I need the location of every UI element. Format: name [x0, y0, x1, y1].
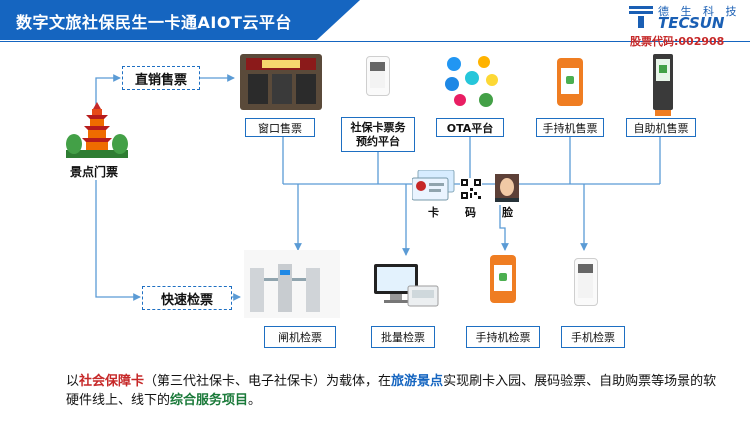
top-node-ota[interactable]: OTA平台	[436, 118, 504, 137]
header-bar	[0, 0, 360, 40]
caption-highlight-service: 综合服务项目	[170, 393, 249, 408]
logo-english-name: TECSUN	[658, 14, 725, 32]
caption-highlight-scenic: 旅游景点	[391, 374, 444, 389]
media-code-label: 码	[465, 206, 476, 219]
handheld-pos-icon	[557, 58, 583, 106]
top-node-window-sales[interactable]: 窗口售票	[245, 118, 315, 137]
bottom-node-mobile-check[interactable]: 手机检票	[561, 326, 625, 348]
caption-highlight-social-card: 社会保障卡	[79, 374, 145, 389]
face-recognition-icon	[495, 174, 519, 202]
social-security-card-icon	[412, 170, 455, 201]
logo-chinese-name: 德 生 科 技	[658, 5, 741, 18]
mobile-check-icon	[574, 258, 598, 306]
ota-platforms-icon	[445, 56, 498, 107]
page-title: 数字文旅社保民生一卡通AIOT云平台	[16, 13, 292, 32]
stock-code: 股票代码:002908	[630, 35, 725, 48]
direct-sales-channel[interactable]: 直销售票	[122, 66, 200, 90]
caption-text-2: （第三代社保卡、电子社保卡）为载体，在	[144, 374, 392, 389]
media-face-label: 脸	[502, 206, 513, 219]
bottom-node-handheld-check[interactable]: 手持机检票	[466, 326, 540, 348]
ticket-window-photo-icon	[240, 54, 322, 110]
pagoda-icon	[66, 102, 128, 158]
fast-check-channel[interactable]: 快速检票	[142, 286, 232, 310]
turnstile-gate-icon	[244, 250, 340, 318]
qr-code-icon	[460, 178, 482, 200]
company-logo: 德 生 科 技 TECSUN 股票代码:002908	[628, 3, 746, 49]
handheld-checker-icon	[490, 255, 516, 303]
phone-app-icon	[366, 56, 390, 96]
scenic-ticket-label: 景点门票	[70, 165, 119, 179]
tecsun-logo-icon	[629, 6, 653, 28]
caption-text-3: 实现刷卡入园、展码验票、自助购票等场景的软硬件线上、线下的	[66, 374, 717, 408]
batch-check-monitor-icon	[374, 264, 439, 307]
top-node-booking-platform[interactable]: 社保卡票务 预约平台	[341, 117, 415, 152]
bottom-node-batch-check[interactable]: 批量检票	[371, 326, 435, 348]
media-card-label: 卡	[428, 206, 439, 219]
top-node-kiosk-sales[interactable]: 自助机售票	[626, 118, 696, 137]
description-caption: 以社会保障卡（第三代社保卡、电子社保卡）为载体，在旅游景点实现刷卡入园、展码验票…	[66, 372, 726, 410]
top-node-handheld-sales[interactable]: 手持机售票	[536, 118, 604, 137]
kiosk-icon	[653, 54, 673, 116]
caption-text-1: 以	[66, 374, 80, 389]
bottom-node-gate-check[interactable]: 闸机检票	[264, 326, 336, 348]
caption-text-4: 。	[248, 393, 262, 408]
header-divider	[0, 41, 750, 42]
